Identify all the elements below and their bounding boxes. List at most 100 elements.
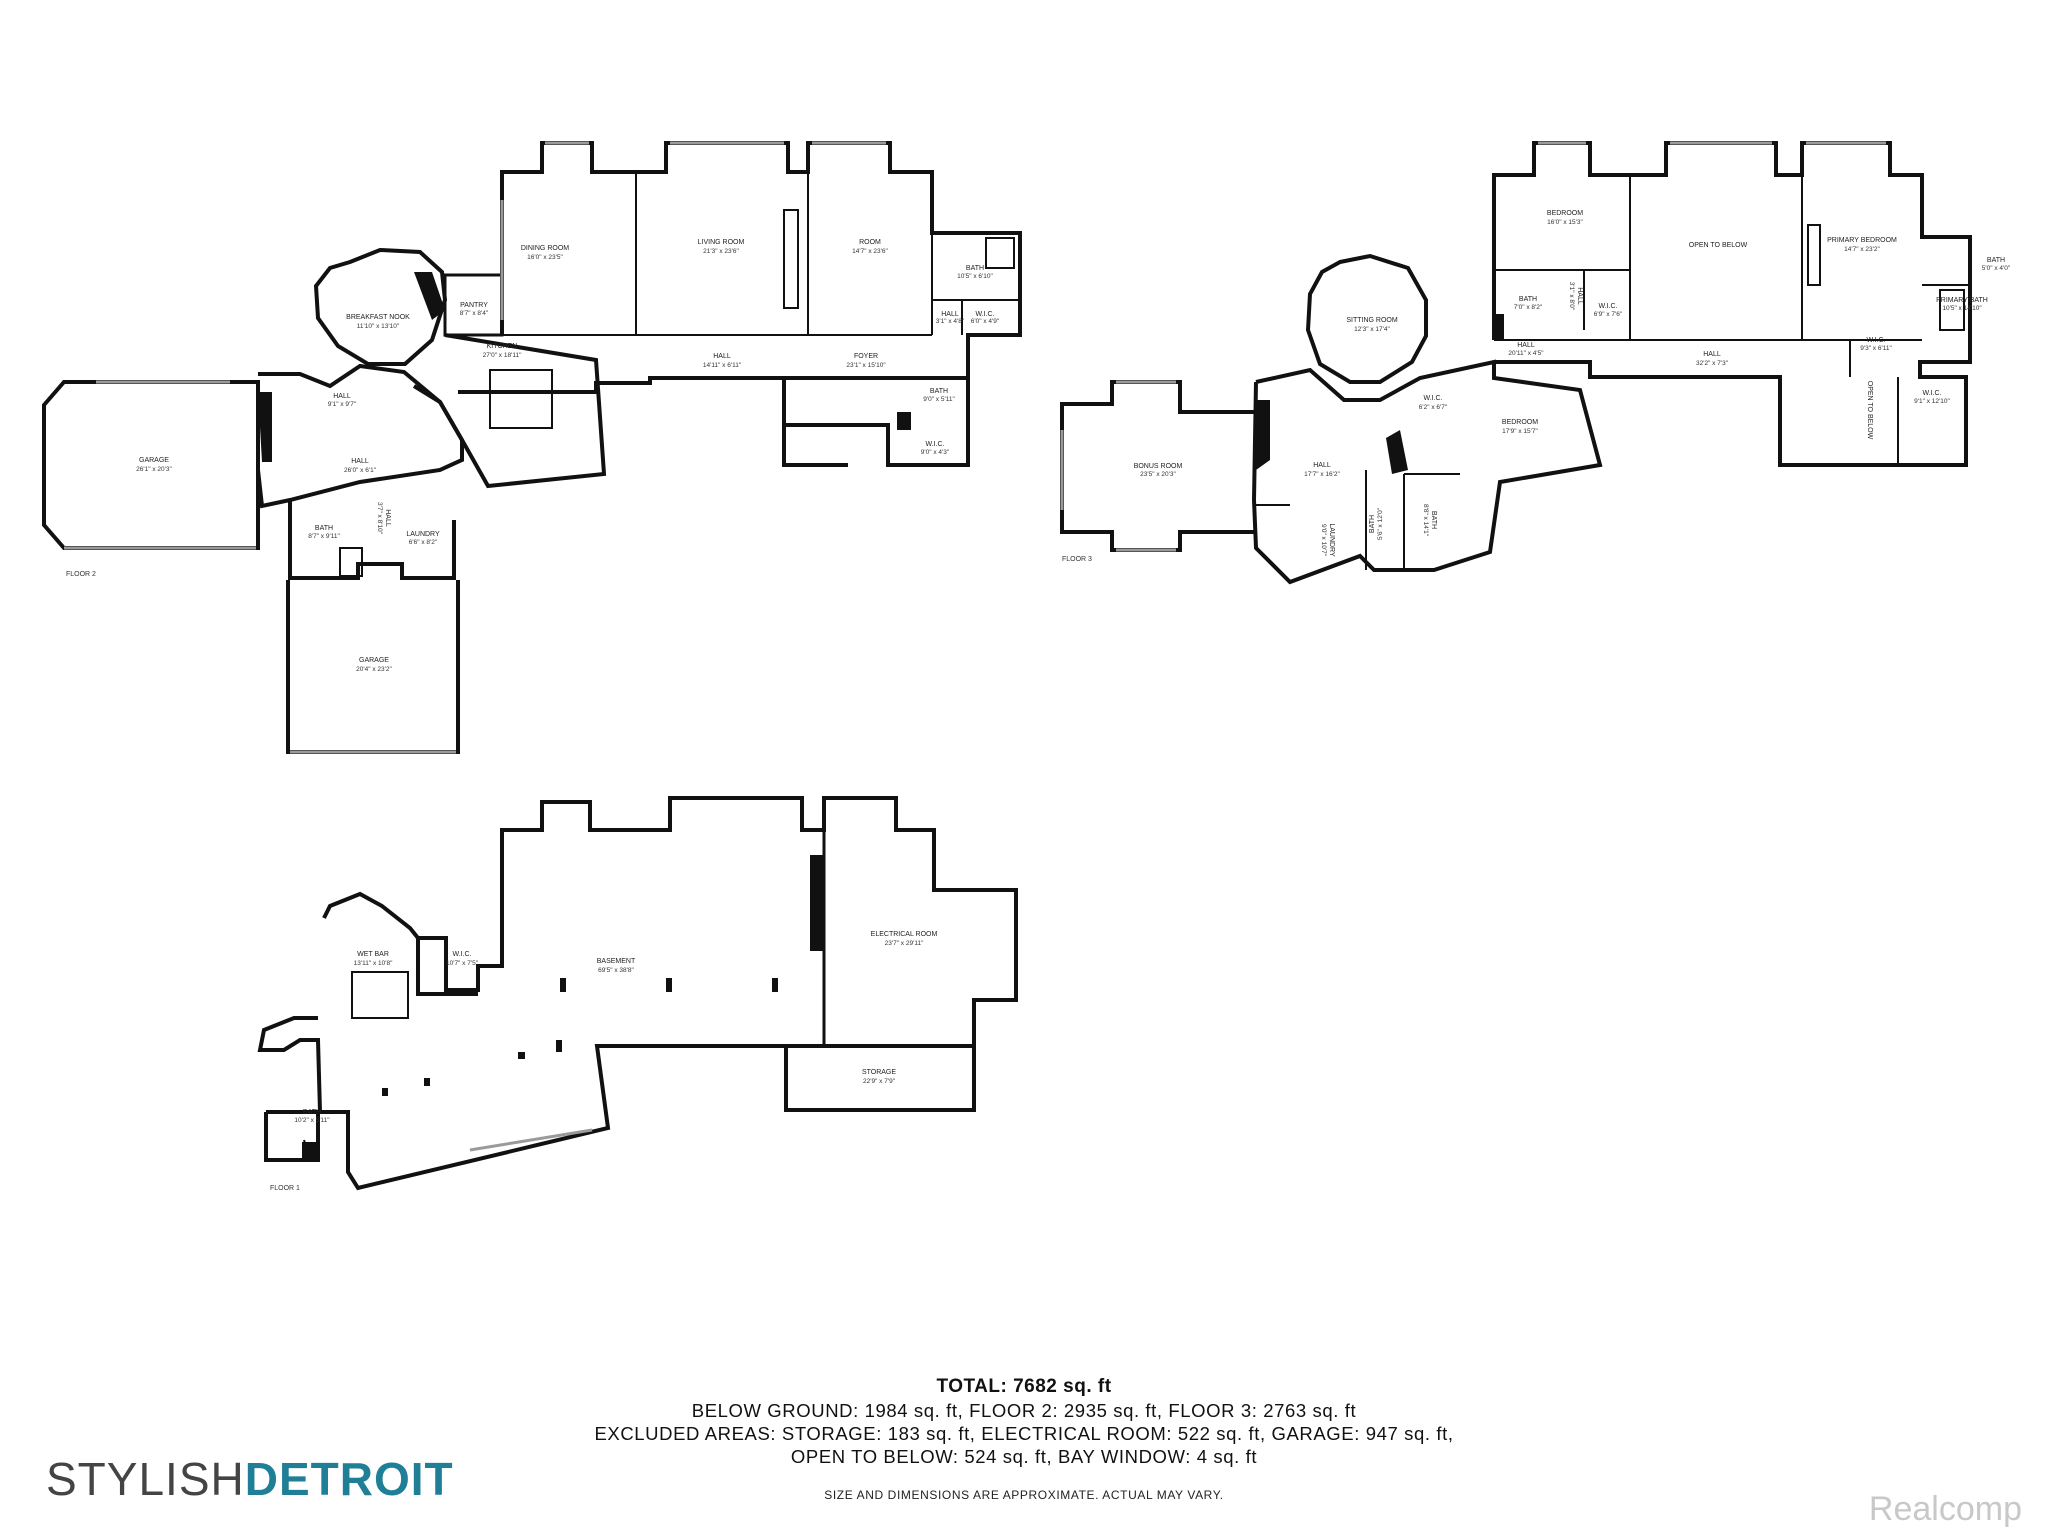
room-label: BATH [966, 265, 984, 272]
room-label: HALL [1576, 287, 1583, 305]
room-dims: 7'0" x 8'2" [1514, 304, 1543, 311]
room-dims: 8'7" x 8'4" [460, 310, 489, 317]
stylish-detroit-logo: STYLISHDETROIT [46, 1452, 454, 1506]
room-label: BREAKFAST NOOK [346, 314, 410, 321]
room-label: W.I.C. [975, 311, 994, 318]
floor-3-windows [1060, 141, 1886, 552]
room-dims: 6'9" x 7'6" [1594, 311, 1623, 318]
room-label: HALL [941, 311, 959, 318]
area-breakdown-line-2: EXCLUDED AREAS: STORAGE: 183 sq. ft, ELE… [594, 1423, 1454, 1444]
room-dims: 3'1" x 4'8" [936, 318, 965, 325]
room-dims: 8'7" x 9'11" [308, 533, 340, 540]
room-dims: 9'0" x 4'3" [921, 449, 950, 456]
room-dims: 10'5" x 14'10" [1942, 305, 1982, 312]
logo-stylish-text: STYLISH [46, 1453, 245, 1505]
room-dims: 10'5" x 6'10" [957, 273, 993, 280]
room-label: BATH [1519, 296, 1537, 303]
room-dims: 9'1" x 9'7" [328, 401, 357, 408]
room-label: SITTING ROOM [1346, 317, 1398, 324]
room-label: ELECTRICAL ROOM [871, 931, 938, 938]
room-dims: 22'9" x 7'9" [863, 1078, 896, 1085]
room-label: BEDROOM [1502, 419, 1538, 426]
room-label: BATH [1369, 515, 1376, 533]
room-label: WET BAR [357, 951, 389, 958]
room-label: OPEN TO BELOW [1866, 381, 1873, 440]
floor-3-label: FLOOR 3 [1062, 556, 1092, 563]
room-dims: 5'6" x 12'0" [1377, 507, 1384, 540]
room-dims: 12'3" x 17'4" [1354, 326, 1390, 333]
room-label: BATH [303, 1109, 321, 1116]
basement-wall [257, 796, 1018, 1191]
room-dims: 14'7" x 23'6" [852, 248, 888, 255]
room-label: BEDROOM [1547, 210, 1583, 217]
room-dims: 3'7" x 8'10" [376, 502, 383, 535]
room-label: BASEMENT [597, 958, 636, 965]
floor-3-labels: BEDROOM 16'0" x 15'3" OPEN TO BELOW PRIM… [1062, 210, 2011, 563]
room-dims: 16'0" x 23'5" [527, 254, 563, 261]
room-label: PRIMARY BEDROOM [1827, 237, 1897, 244]
room-dims: 16'0" x 15'3" [1547, 219, 1583, 226]
room-label: GARAGE [139, 457, 169, 464]
room-label: PRIMARY BATH [1936, 297, 1988, 304]
room-label: GARAGE [359, 657, 389, 664]
room-label: HALL [333, 393, 351, 400]
room-dims: 17'9" x 15'7" [1502, 428, 1538, 435]
room-dims: 10'7" x 7'5" [446, 960, 479, 967]
room-dims: 26'0" x 6'1" [344, 467, 377, 474]
room-dims: 6'0" x 4'9" [971, 318, 1000, 325]
room-dims: 23'5" x 20'3" [1140, 471, 1176, 478]
room-label: BATH [315, 525, 333, 532]
room-label: PANTRY [460, 302, 488, 309]
floor-3-plan [1060, 141, 1972, 585]
room-dims: 14'7" x 23'2" [1844, 246, 1880, 253]
room-dims: 9'3" x 6'11" [1860, 345, 1892, 352]
floor-1-label: FLOOR 1 [270, 1185, 300, 1192]
floor-1-labels: WET BAR 13'11" x 10'8" W.I.C. 10'7" x 7'… [270, 931, 937, 1192]
room-label: BATH [1430, 511, 1437, 529]
room-dims: 5'0" x 4'0" [1982, 265, 2011, 272]
room-label: HALL [1703, 351, 1721, 358]
logo-detroit-text: DETROIT [244, 1453, 454, 1505]
room-dims: 27'0" x 18'11" [483, 352, 522, 359]
room-label: BATH [930, 388, 948, 395]
room-dims: 9'1" x 12'10" [1914, 398, 1950, 405]
floor-1-plan [257, 796, 1018, 1191]
room-dims: 9'0" x 5'11" [923, 396, 955, 403]
floor3-upper-wall [1492, 141, 1972, 467]
realcomp-watermark: Realcomp [1868, 1490, 2022, 1528]
room-dims: 69'5" x 38'8" [598, 967, 634, 974]
room-dims: 10'2" x 5'11" [294, 1117, 330, 1124]
sitting-room-wall [1305, 253, 1428, 384]
room-dims: 20'11" x 4'5" [1508, 350, 1544, 357]
room-dims: 6'2" x 6'7" [1419, 404, 1448, 411]
total-area: TOTAL: 7682 sq. ft [936, 1376, 1112, 1397]
room-label: HALL [713, 353, 731, 360]
room-label: W.I.C. [1866, 337, 1885, 344]
room-dims: 20'4" x 23'2" [356, 666, 392, 673]
room-label: LAUNDRY [1328, 523, 1335, 557]
room-label: HALL [384, 509, 391, 527]
room-label: LIVING ROOM [698, 239, 745, 246]
room-dims: 3'1" x 8'0" [1568, 282, 1575, 311]
room-dims: 23'7" x 29'11" [885, 940, 924, 947]
area-breakdown-line-3: OPEN TO BELOW: 524 sq. ft, BAY WINDOW: 4… [790, 1446, 1258, 1467]
room-dims: 17'7" x 16'2" [1304, 471, 1340, 478]
floor-1-windows [469, 1128, 593, 1152]
room-dims: 11'10" x 13'10" [357, 323, 400, 330]
area-breakdown-line-1: BELOW GROUND: 1984 sq. ft, FLOOR 2: 2935… [691, 1400, 1357, 1421]
room-label: BONUS ROOM [1134, 463, 1183, 470]
room-label: ROOM [859, 239, 881, 246]
floor2-foyer-inner [782, 425, 848, 467]
room-label: HALL [351, 458, 369, 465]
room-dims: 32'2" x 7'3" [1696, 360, 1729, 367]
room-label: STORAGE [862, 1069, 896, 1076]
breakfast-nook-wall [313, 247, 448, 366]
room-dims: 14'11" x 6'11" [703, 362, 742, 369]
floor-2-windows [96, 141, 886, 384]
room-label: BATH [1987, 257, 2005, 264]
room-label: FOYER [854, 353, 878, 360]
room-dims: 13'11" x 10'8" [354, 960, 393, 967]
room-dims: 6'6" x 8'2" [409, 539, 438, 546]
floor-2-label: FLOOR 2 [66, 571, 96, 578]
